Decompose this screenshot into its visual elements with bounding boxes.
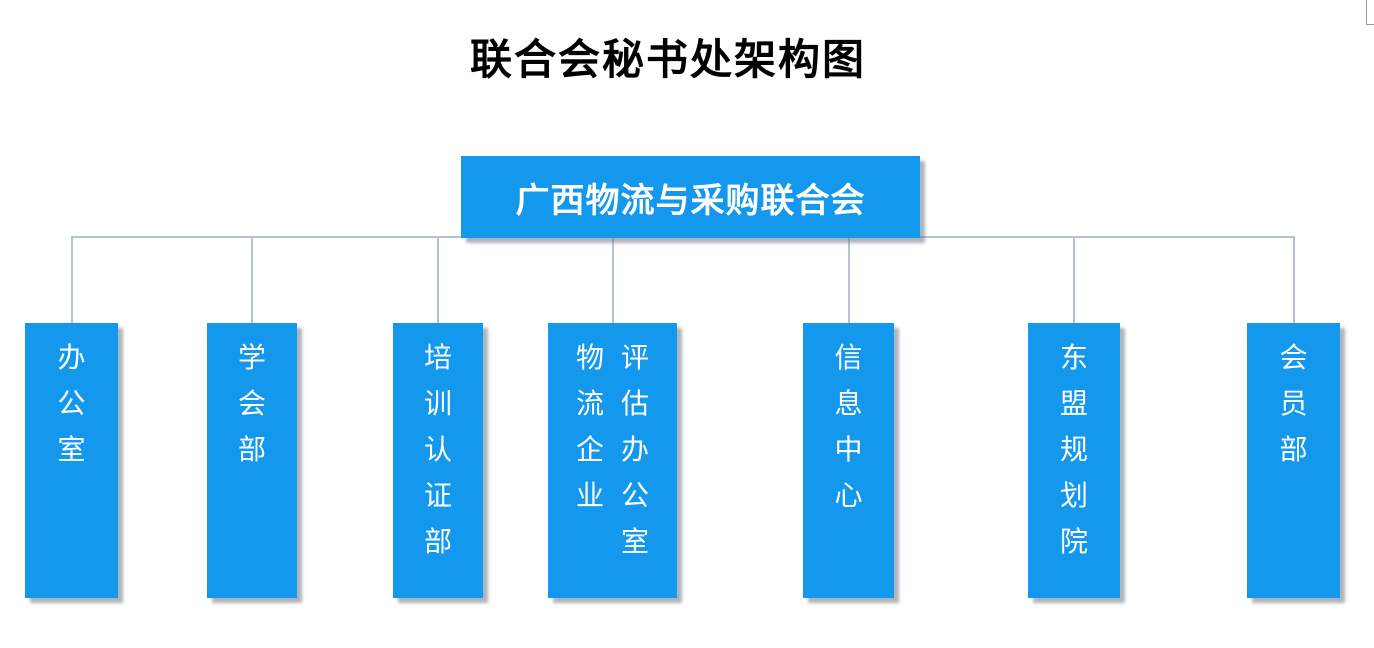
dept-label-char: 院 — [1059, 525, 1088, 558]
dept-label-char: 办 — [57, 341, 86, 374]
dept-label-column: 学会部 — [237, 335, 267, 473]
dept-box-information-center: 信息中心 — [803, 323, 894, 598]
connector-drop-line — [611, 236, 614, 323]
dept-label-column: 东盟规划院 — [1059, 335, 1089, 565]
dept-label-char: 划 — [1059, 479, 1088, 512]
dept-label-column: 评估办公室 — [620, 335, 650, 565]
dept-box-society-department: 学会部 — [207, 323, 297, 598]
dept-label-char: 评 — [620, 341, 649, 374]
dept-label-char: 中 — [834, 433, 863, 466]
dept-box-asean-planning-institute: 东盟规划院 — [1028, 323, 1120, 598]
dept-label-char: 流 — [575, 387, 604, 420]
dept-label-char: 东 — [1059, 341, 1088, 374]
connector-drop-line — [437, 236, 439, 323]
dept-label-char: 室 — [57, 433, 86, 466]
dept-label-column: 培训认证部 — [423, 335, 453, 565]
dept-label-column: 物流企业 — [575, 335, 605, 519]
connector-drop-line — [1292, 236, 1295, 323]
dept-label-char: 室 — [620, 525, 649, 558]
connector-drop-line — [1073, 236, 1075, 323]
dept-label-char: 公 — [57, 387, 86, 420]
chart-title: 联合会秘书处架构图 — [469, 35, 866, 84]
dept-label-char: 部 — [237, 433, 266, 466]
root-org-box: 广西物流与采购联合会 — [461, 156, 920, 238]
dept-label-char: 办 — [620, 433, 649, 466]
dept-label-char: 部 — [423, 525, 452, 558]
dept-label-char: 物 — [575, 341, 604, 374]
root-org-label: 广西物流与采购联合会 — [515, 180, 866, 221]
dept-label-char: 证 — [423, 479, 452, 512]
dept-box-logistics-enterprise-evaluation-office: 物流企业评估办公室 — [548, 323, 677, 598]
dept-label-char: 训 — [423, 387, 452, 420]
connector-drop-line — [847, 236, 850, 323]
connector-drop-line — [70, 236, 73, 323]
dept-label-char: 认 — [423, 433, 452, 466]
dept-label-char: 部 — [1279, 433, 1308, 466]
dept-box-membership-department: 会员部 — [1247, 323, 1340, 598]
dept-label-char: 员 — [1279, 387, 1308, 420]
connector-drop-line — [251, 236, 253, 323]
dept-box-training-certification-department: 培训认证部 — [393, 323, 483, 598]
dept-label-char: 估 — [620, 387, 649, 420]
dept-label-char: 学 — [237, 341, 266, 374]
dept-label-char: 业 — [575, 479, 604, 512]
dept-label-char: 企 — [575, 433, 604, 466]
dept-label-char: 规 — [1059, 433, 1088, 466]
dept-label-char: 信 — [834, 341, 863, 374]
dept-box-office: 办公室 — [25, 323, 118, 598]
corner-frame-fragment — [1366, 0, 1374, 25]
dept-label-char: 会 — [237, 387, 266, 420]
dept-label-column: 信息中心 — [834, 335, 864, 519]
dept-label-char: 培 — [423, 341, 452, 374]
dept-label-column: 办公室 — [57, 335, 87, 473]
dept-label-char: 会 — [1279, 341, 1308, 374]
dept-label-char: 心 — [834, 479, 863, 512]
dept-label-column: 会员部 — [1279, 335, 1309, 473]
dept-label-char: 盟 — [1059, 387, 1088, 420]
dept-label-char: 公 — [620, 479, 649, 512]
dept-label-char: 息 — [834, 387, 863, 420]
